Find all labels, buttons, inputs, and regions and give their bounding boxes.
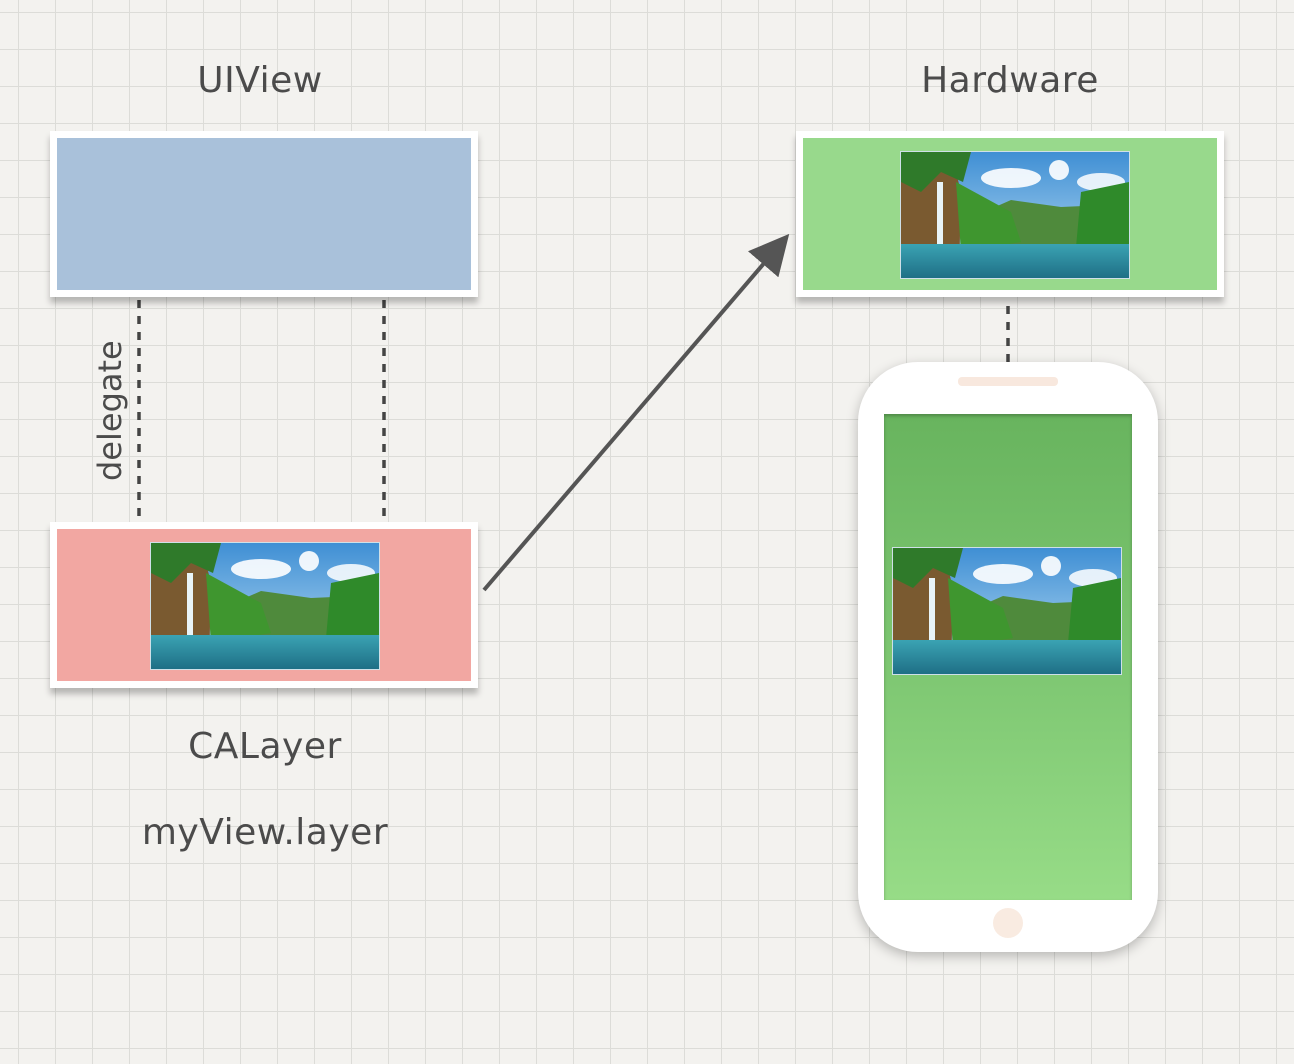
- landscape-photo: [150, 542, 380, 670]
- calayer-box: [50, 522, 478, 688]
- uiview-box: [50, 131, 478, 297]
- phone-speaker: [958, 377, 1058, 386]
- smartphone-icon: [858, 362, 1158, 952]
- landscape-photo: [900, 151, 1130, 279]
- hardware-box: [796, 131, 1224, 297]
- uiview-label: UIView: [197, 60, 323, 101]
- phone-screen: [884, 414, 1132, 900]
- layer-to-hardware-arrow: [482, 233, 790, 592]
- landscape-photo: [892, 547, 1122, 675]
- hardware-label: Hardware: [921, 60, 1099, 101]
- phone-home-button: [993, 908, 1023, 938]
- calayer-label: CALayer: [188, 726, 342, 767]
- layer-expression-label: myView.layer: [141, 812, 389, 853]
- delegate-label: delegate: [91, 340, 129, 481]
